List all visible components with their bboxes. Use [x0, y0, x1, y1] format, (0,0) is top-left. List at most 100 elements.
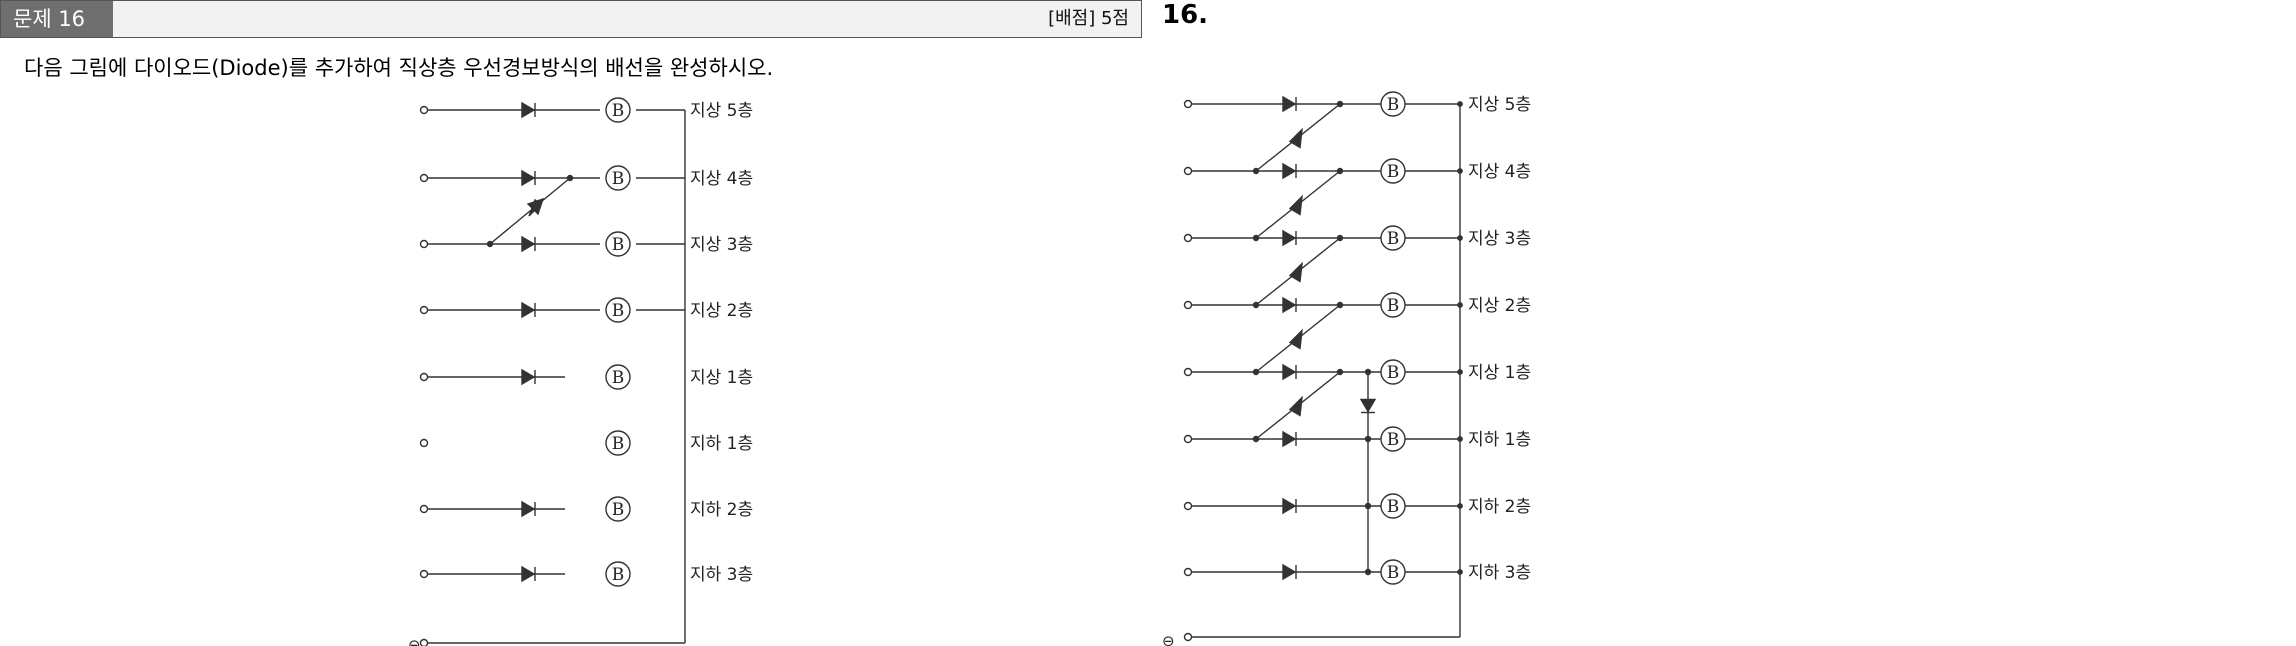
question-common-terminal — [419, 638, 429, 646]
floor-label: 지상 1층 — [1468, 363, 1531, 383]
question-bell — [605, 561, 631, 587]
answer-terminal — [1183, 367, 1193, 377]
question-bell-letters: B B B B B B B B — [612, 101, 625, 585]
answer-junction — [1336, 234, 1344, 242]
floor-label: 지상 2층 — [690, 301, 753, 321]
floor-label: 지상 3층 — [1468, 229, 1531, 249]
question-bell-letter: B — [612, 368, 625, 388]
answer-common-terminal — [1183, 632, 1193, 642]
question-instruction: 다음 그림에 다이오드(Diode)를 추가하여 직상층 우선경보방식의 배선을… — [24, 56, 774, 80]
question-bell — [605, 430, 631, 456]
floor-label: 지하 1층 — [1468, 430, 1531, 450]
answer-bell-letter: B — [1387, 95, 1400, 115]
question-diagram — [419, 97, 686, 646]
answer-floor-labels: 지상 5층 지상 4층 지상 3층 지상 2층 지상 1층 지하 1층 지하 2… — [1468, 95, 1531, 583]
answer-bell-letter: B — [1387, 563, 1400, 583]
answer-junction — [1364, 368, 1372, 376]
question-diode — [521, 500, 536, 518]
answer-junction — [1336, 167, 1344, 175]
floor-label: 지상 4층 — [1468, 162, 1531, 182]
answer-diode — [1282, 95, 1297, 113]
answer-terminal — [1183, 434, 1193, 444]
answer-junction — [1252, 368, 1260, 376]
answer-bus-node — [1457, 168, 1463, 174]
question-bell — [605, 297, 631, 323]
question-terminal — [419, 305, 429, 315]
answer-bus-node — [1457, 569, 1463, 575]
answer-terminal — [1183, 501, 1193, 511]
question-example-link — [489, 177, 571, 245]
floor-label: 지상 4층 — [690, 169, 753, 189]
question-floor-labels: 지상 5층 지상 4층 지상 3층 지상 2층 지상 1층 지하 1층 지하 2… — [690, 101, 753, 585]
question-terminal — [419, 504, 429, 514]
question-diode — [521, 101, 536, 119]
answer-junction — [1336, 301, 1344, 309]
question-terminal — [419, 105, 429, 115]
answer-terminal — [1183, 233, 1193, 243]
floor-label: 지상 2층 — [1468, 296, 1531, 316]
question-bell-letter: B — [612, 301, 625, 321]
question-bell-letter: B — [612, 169, 625, 189]
problem-header: 문제 16 [배점] 5점 — [0, 0, 1142, 38]
question-bell — [605, 364, 631, 390]
answer-diode — [1359, 398, 1377, 413]
answer-diode — [1288, 194, 1303, 216]
floor-label: 지하 3층 — [690, 565, 753, 585]
answer-junction — [1364, 435, 1372, 443]
floor-label: 지하 1층 — [690, 434, 753, 454]
answer-bell-letters: B B B B B B B B — [1387, 95, 1400, 583]
question-diode — [521, 301, 536, 319]
floor-label: 지상 3층 — [690, 235, 753, 255]
answer-diode — [1282, 430, 1297, 448]
answer-bus-node — [1457, 101, 1463, 107]
answer-bus-node — [1457, 302, 1463, 308]
question-bell — [605, 165, 631, 191]
answer-junction — [1364, 502, 1372, 510]
question-diode — [521, 169, 536, 187]
question-bell-letter: B — [612, 235, 625, 255]
question-diode — [521, 368, 536, 386]
question-terminal — [419, 239, 429, 249]
answer-bell-letter: B — [1387, 363, 1400, 383]
answer-junction — [1364, 568, 1372, 576]
question-terminal — [419, 173, 429, 183]
floor-label: 지상 1층 — [690, 368, 753, 388]
question-terminal — [419, 569, 429, 579]
floor-label: 지하 2층 — [1468, 497, 1531, 517]
answer-diagram — [1183, 91, 1463, 642]
answer-junction — [1252, 234, 1260, 242]
question-terminal — [419, 372, 429, 382]
question-bell-letter: B — [612, 565, 625, 585]
answer-diode — [1288, 127, 1303, 149]
answer-junction — [1336, 368, 1344, 376]
answer-diode — [1282, 363, 1297, 381]
answer-diode — [1288, 328, 1303, 350]
answer-diode — [1282, 162, 1297, 180]
answer-junction — [1252, 301, 1260, 309]
answer-diode — [1288, 261, 1303, 283]
answer-diode — [1282, 296, 1297, 314]
answer-terminal — [1183, 567, 1193, 577]
answer-diode — [1282, 563, 1297, 581]
answer-number: 16. — [1162, 0, 1209, 30]
question-diode — [521, 235, 536, 253]
problem-number-label: 문제 16 — [1, 1, 113, 37]
answer-junction — [1336, 100, 1344, 108]
answer-diode — [1288, 395, 1303, 417]
answer-bus-node — [1457, 369, 1463, 375]
answer-bus-node — [1457, 235, 1463, 241]
answer-terminal — [1183, 99, 1193, 109]
question-bell — [605, 231, 631, 257]
answer-terminal — [1183, 300, 1193, 310]
answer-bus-node — [1457, 503, 1463, 509]
question-diode — [521, 565, 536, 583]
question-bell-letter: B — [612, 434, 625, 454]
points-label: [배점] 5점 — [1048, 8, 1129, 29]
floor-label: 지하 2층 — [690, 500, 753, 520]
answer-bell-letter: B — [1387, 430, 1400, 450]
answer-bus-node — [1457, 436, 1463, 442]
question-bell-letter: B — [612, 101, 625, 121]
answer-diode — [1282, 497, 1297, 515]
floor-label: 지상 5층 — [1468, 95, 1531, 115]
